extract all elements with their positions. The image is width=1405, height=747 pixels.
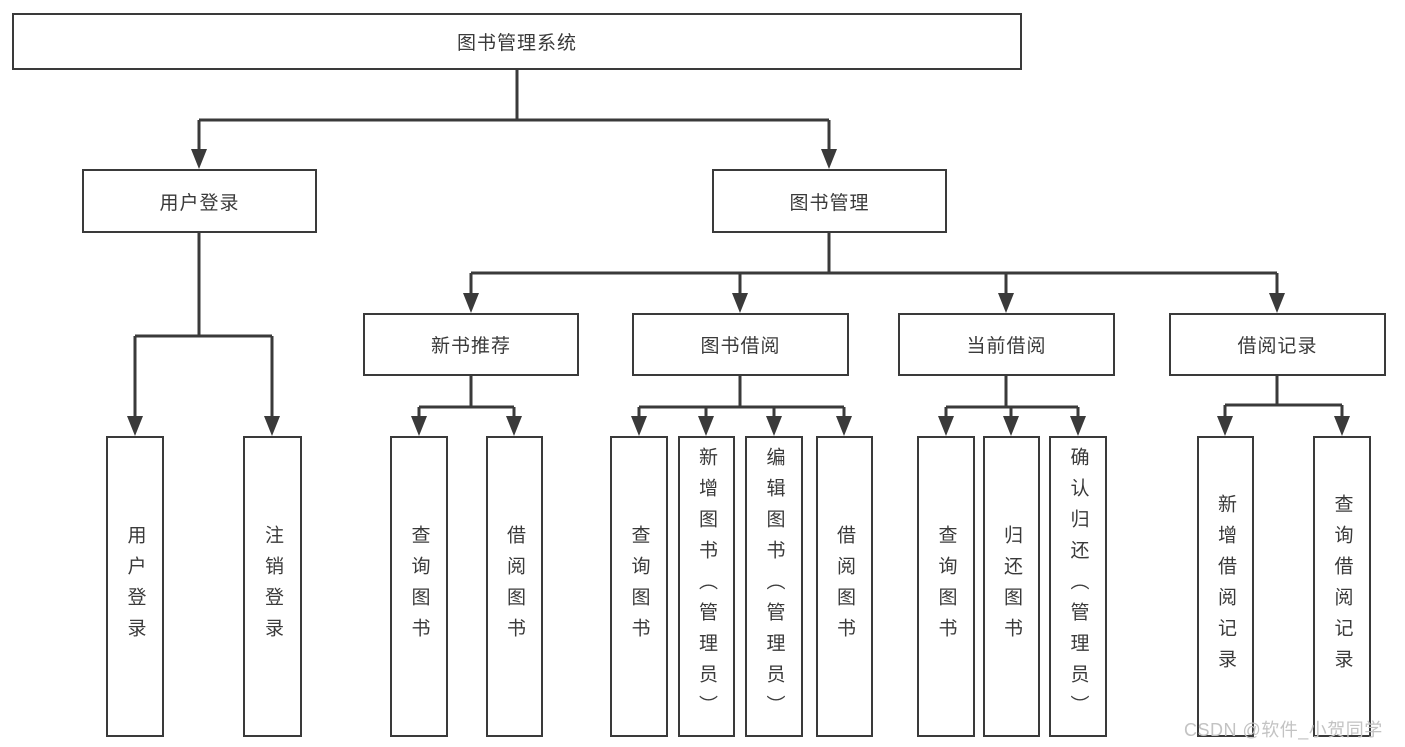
leaf-recommend-borrow-books: 借阅图书 (486, 436, 543, 737)
leaf-recommend-query-books: 查询图书 (390, 436, 448, 737)
node-user-login: 用户登录 (82, 169, 317, 233)
node-book-management: 图书管理 (712, 169, 947, 233)
leaf-borrowing-edit-books-admin: 编辑图书（管理员） (745, 436, 803, 737)
arrowheads (127, 149, 1350, 436)
leaf-records-add-record: 新增借阅记录 (1197, 436, 1254, 737)
connector-paths (133, 70, 1344, 420)
node-library-management-system: 图书管理系统 (12, 13, 1022, 70)
leaf-current-query-books: 查询图书 (917, 436, 975, 737)
node-book-borrowing: 图书借阅 (632, 313, 849, 376)
leaf-user-login: 用户登录 (106, 436, 164, 737)
leaf-records-query-record: 查询借阅记录 (1313, 436, 1371, 737)
node-current-borrowing: 当前借阅 (898, 313, 1115, 376)
leaf-borrowing-borrow-books: 借阅图书 (816, 436, 873, 737)
leaf-current-return-books: 归还图书 (983, 436, 1040, 737)
node-borrowing-records: 借阅记录 (1169, 313, 1386, 376)
csdn-watermark: CSDN @软件_小贺同学 (1184, 720, 1383, 740)
leaf-logout: 注销登录 (243, 436, 302, 737)
leaf-borrowing-add-books-admin: 新增图书（管理员） (678, 436, 735, 737)
node-new-book-recommend: 新书推荐 (363, 313, 579, 376)
leaf-borrowing-query-books: 查询图书 (610, 436, 668, 737)
leaf-current-confirm-return-admin: 确认归还（管理员） (1049, 436, 1107, 737)
